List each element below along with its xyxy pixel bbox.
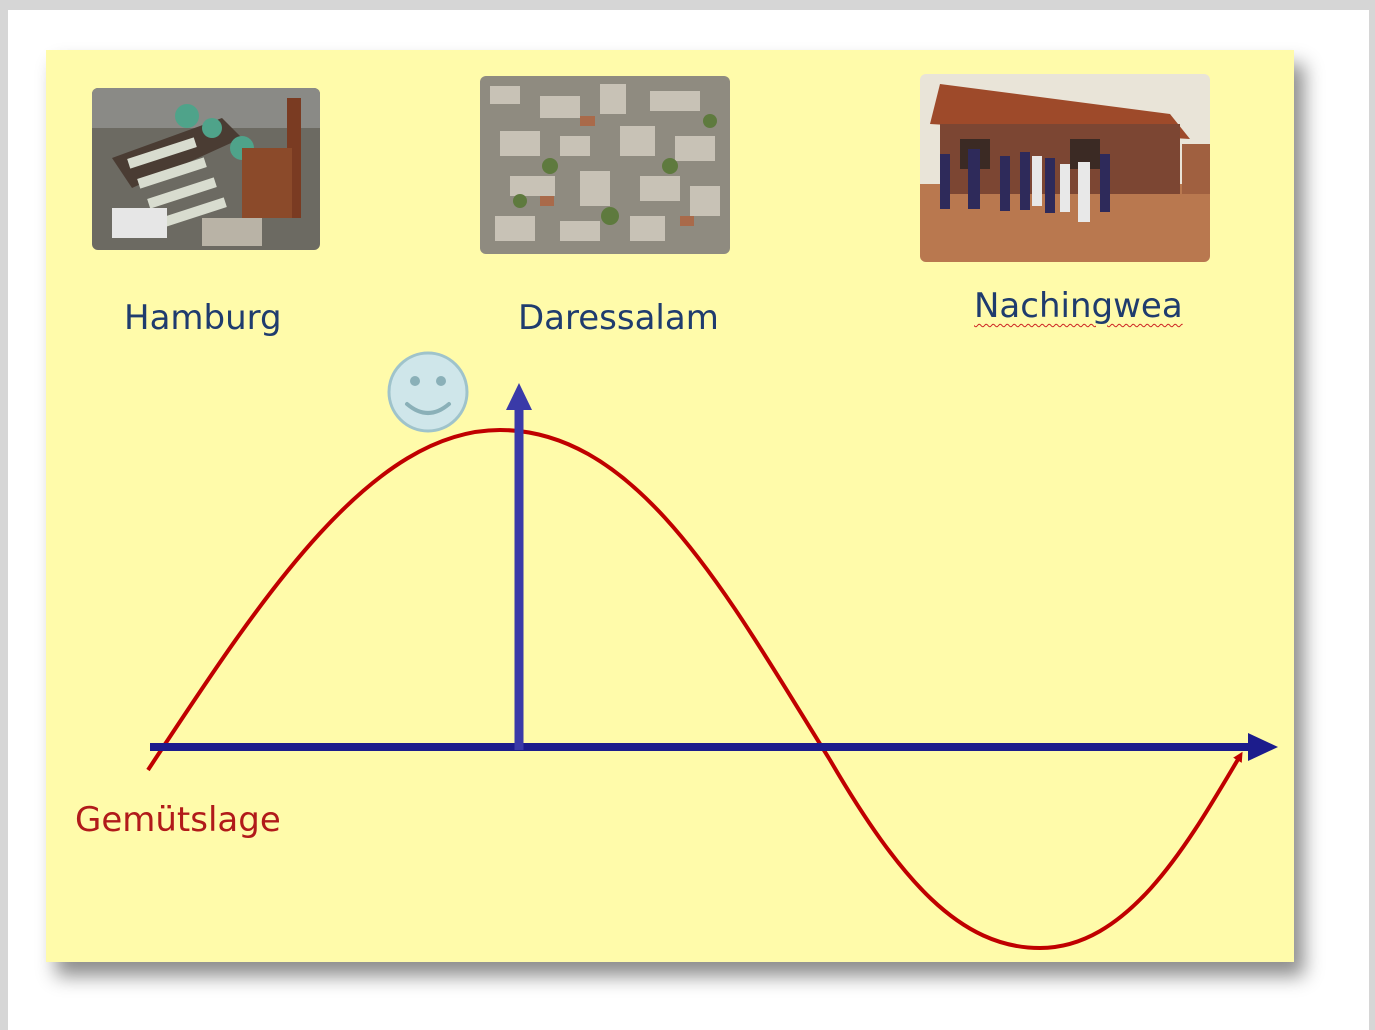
mood-curve-label: Gemütslage [75,800,281,840]
time-axis-arrowhead [1248,733,1278,761]
daressalam-city-photo [480,76,730,254]
place-label-hamburg: Hamburg [124,298,282,338]
hamburg-harbour-photo [92,88,320,250]
nachingwea-village-photo [920,74,1210,262]
arrival-marker-arrowhead [506,383,532,410]
place-label-daressalam: Daressalam [518,298,719,338]
smiley-face-icon [387,351,469,433]
place-label-nachingwea: Nachingwea [974,286,1183,326]
mood-curve [146,427,1243,951]
